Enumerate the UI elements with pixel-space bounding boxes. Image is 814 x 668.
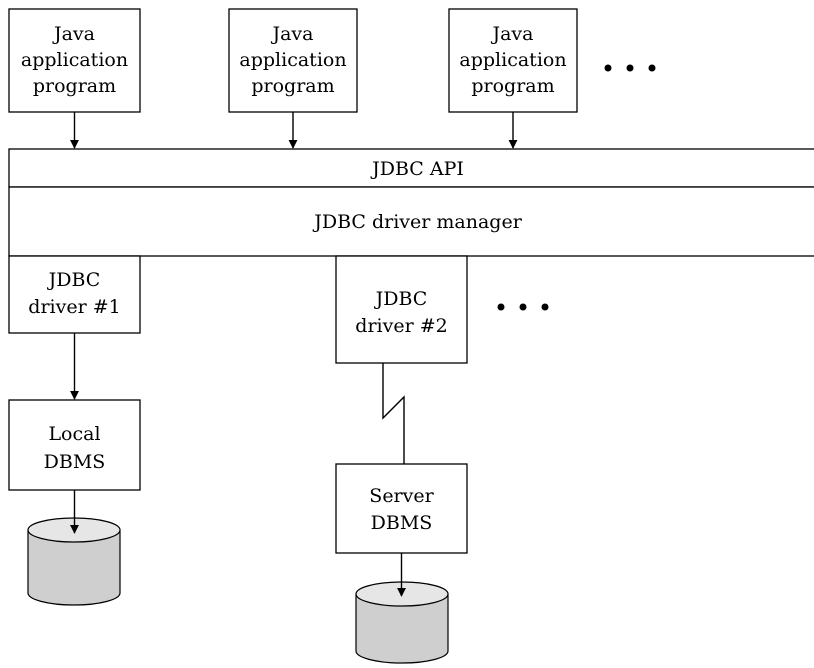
app-program-box-1: Java application program bbox=[8, 8, 141, 113]
driver-manager-label: JDBC driver manager bbox=[312, 211, 522, 233]
ellipsis-icon bbox=[497, 303, 549, 311]
app-program-2-line1: Java bbox=[270, 23, 313, 45]
ellipsis-icon bbox=[604, 64, 656, 72]
app-program-2-line3: program bbox=[251, 75, 334, 97]
driver-1-line1: JDBC bbox=[47, 269, 101, 291]
app-program-3-line2: application bbox=[459, 49, 566, 71]
app-program-2-line2: application bbox=[239, 49, 346, 71]
network-link-icon bbox=[382, 363, 405, 464]
server-dbms-line2: DBMS bbox=[371, 512, 433, 534]
driver-manager-band: JDBC driver manager bbox=[8, 186, 814, 257]
local-dbms-line2: DBMS bbox=[44, 451, 106, 473]
local-dbms-line1: Local bbox=[48, 423, 100, 445]
driver-2-line2: driver #2 bbox=[355, 315, 447, 337]
local-dbms-box: Local DBMS bbox=[8, 399, 141, 491]
driver-1-line2: driver #1 bbox=[28, 296, 120, 318]
app-program-3-line3: program bbox=[471, 75, 554, 97]
server-dbms-line1: Server bbox=[369, 485, 434, 507]
app-program-3-line1: Java bbox=[490, 23, 533, 45]
app-program-1-line2: application bbox=[21, 49, 128, 71]
driver-2-box: JDBC driver #2 bbox=[335, 255, 468, 364]
jdbc-api-band: JDBC API bbox=[8, 148, 814, 188]
app-program-1-line3: program bbox=[33, 75, 116, 97]
server-dbms-box: Server DBMS bbox=[335, 463, 468, 554]
app-program-1-line1: Java bbox=[52, 23, 95, 45]
app-program-box-3: Java application program bbox=[448, 8, 578, 113]
driver-1-box: JDBC driver #1 bbox=[8, 255, 141, 334]
app-program-box-2: Java application program bbox=[228, 8, 358, 113]
driver-2-line1: JDBC bbox=[374, 288, 428, 310]
jdbc-api-label: JDBC API bbox=[370, 158, 464, 180]
